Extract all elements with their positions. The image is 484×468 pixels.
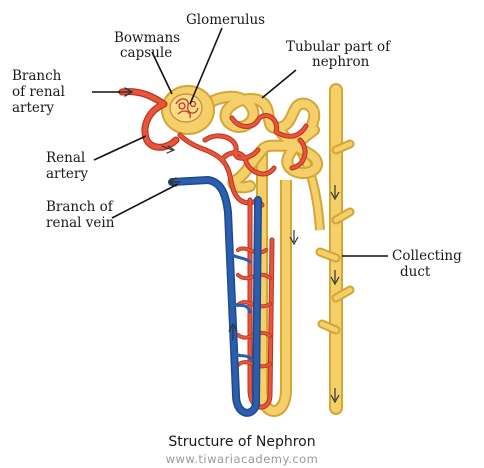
label-collecting-2: duct xyxy=(400,264,431,280)
bowmans-capsule xyxy=(162,86,214,134)
label-glomerulus: Glomerulus xyxy=(186,12,265,28)
label-collecting-1: Collecting xyxy=(392,248,462,264)
label-renal-artery-1: Renal xyxy=(46,150,85,166)
label-artery-branch-1: Branch xyxy=(12,68,62,84)
label-vein-branch-2: renal vein xyxy=(46,215,115,231)
label-artery-branch-2: of renal xyxy=(12,84,65,100)
label-bowmans-1: Bowmans xyxy=(114,30,180,46)
figure-caption: Structure of Nephron xyxy=(168,434,315,450)
label-tubular-2: nephron xyxy=(312,54,370,70)
label-tubular-1: Tubular part of xyxy=(286,39,391,55)
label-artery-branch-3: artery xyxy=(12,100,54,116)
label-bowmans-2: capsule xyxy=(120,45,172,61)
renal-vein-branch xyxy=(169,178,258,413)
label-vein-branch-1: Branch of xyxy=(46,199,114,215)
loop-of-henle xyxy=(262,150,298,411)
label-renal-artery-2: artery xyxy=(46,166,88,182)
watermark: www.tiwariacademy.com xyxy=(166,452,319,466)
